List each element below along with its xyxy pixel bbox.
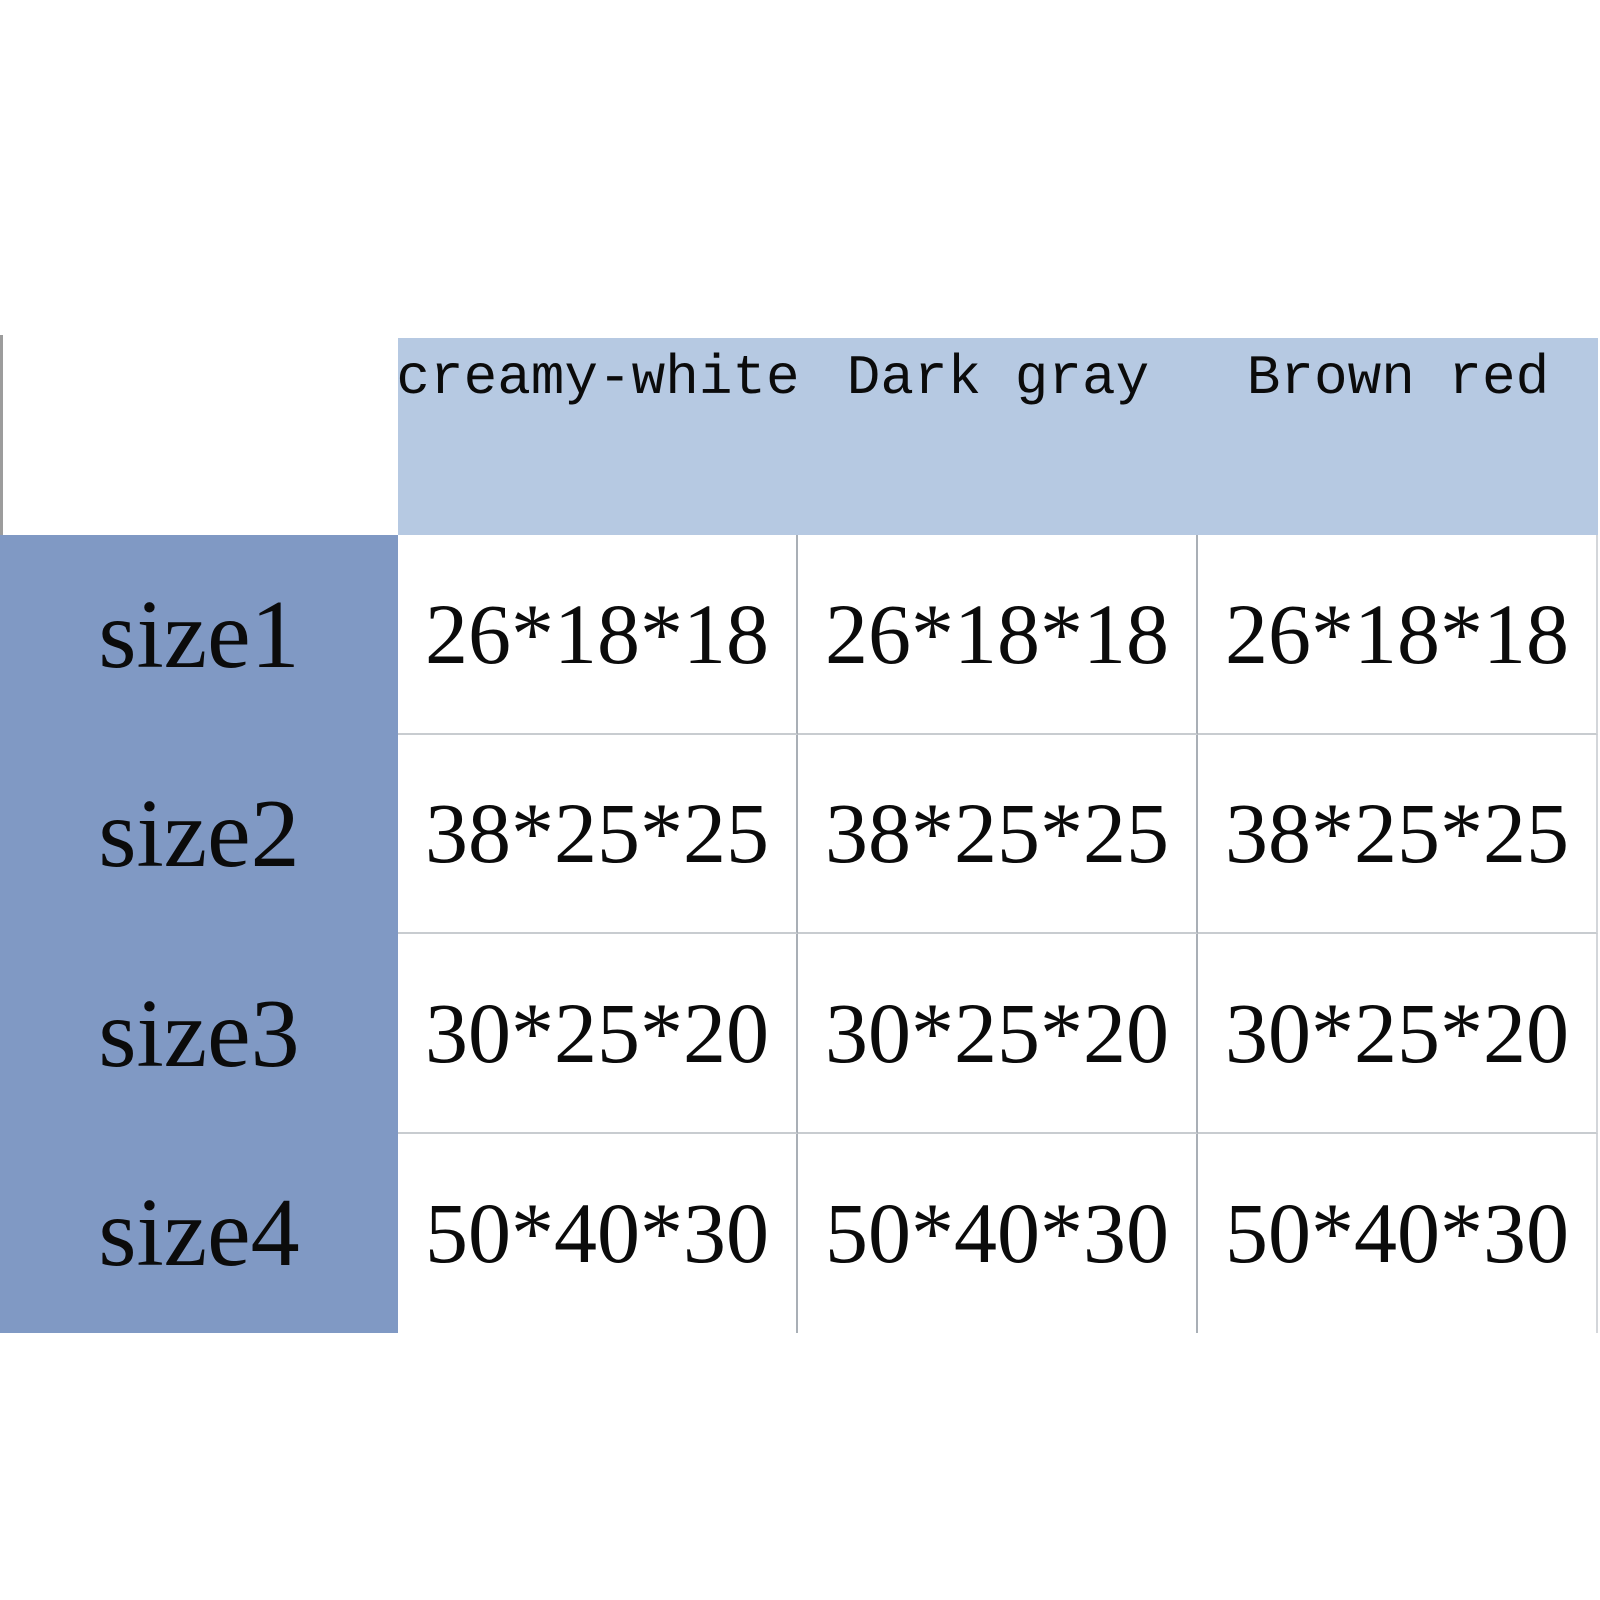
size-chart-body: 26*18*18 26*18*18 26*18*18 38*25*25 38*2… [398, 535, 1598, 1333]
cell-size3-creamy-white: 30*25*20 [398, 934, 798, 1134]
row-label-size4: size4 [98, 1179, 300, 1288]
column-header-creamy-white: creamy-white [396, 346, 800, 410]
cell-size2-creamy-white: 38*25*25 [398, 734, 798, 934]
row-label-size3: size3 [98, 979, 300, 1088]
row-label-size1: size1 [98, 580, 300, 689]
cell-size3-dark-gray: 30*25*20 [798, 934, 1198, 1134]
cell-size4-brown-red: 50*40*30 [1198, 1133, 1598, 1333]
left-border-line [0, 335, 3, 632]
row-label-size2: size2 [98, 780, 300, 889]
column-header-dark-gray: Dark gray [846, 346, 1150, 410]
cell-size2-dark-gray: 38*25*25 [798, 734, 1198, 934]
row-label-column: size1 size2 size3 size4 [0, 535, 398, 1333]
cell-size1-brown-red: 26*18*18 [1198, 535, 1598, 735]
cell-size1-creamy-white: 26*18*18 [398, 535, 798, 735]
cell-size1-dark-gray: 26*18*18 [798, 535, 1198, 735]
cell-size4-dark-gray: 50*40*30 [798, 1133, 1198, 1333]
cell-size3-brown-red: 30*25*20 [1198, 934, 1598, 1134]
column-header-row: creamy-white Dark gray Brown red [396, 338, 1598, 535]
column-header-brown-red: Brown red [1246, 346, 1550, 410]
cell-size4-creamy-white: 50*40*30 [398, 1133, 798, 1333]
cell-size2-brown-red: 38*25*25 [1198, 734, 1598, 934]
